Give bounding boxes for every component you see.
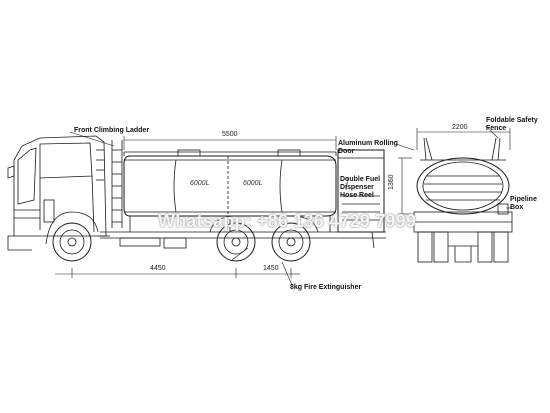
rear-cabinet	[337, 149, 385, 249]
rear-height-dimension: 1360	[388, 174, 395, 190]
hose-reel-label-line2: Dispenser	[340, 184, 374, 191]
chassis-frame	[100, 231, 386, 249]
rear-leader-lines	[395, 125, 512, 209]
safety-fence-label: Foldable Safety Fence	[486, 117, 538, 133]
pipeline-box-label-line1: Pipeline	[510, 196, 537, 203]
fire-extinguisher-label: 8kg Fire Extinguisher	[290, 284, 362, 291]
rear-chassis	[413, 203, 513, 263]
hose-reel-label-line3: Hose Reel	[340, 192, 374, 199]
leader-lines	[69, 131, 349, 286]
rear-view	[395, 125, 513, 263]
rear-wheel-1	[216, 222, 256, 262]
rear-wheel-2	[271, 222, 311, 262]
truck-cab	[7, 135, 110, 251]
safety-fence-label-line1: Foldable Safety	[486, 117, 538, 124]
rear-dimensions	[398, 128, 511, 215]
side-dimensions	[55, 136, 337, 278]
compartment-2-capacity: 6000L	[243, 180, 263, 187]
safety-fence	[420, 137, 506, 161]
rolling-door-label: Aluminum Rolling Door	[338, 140, 398, 156]
hose-reel-label-line1: Double Fuel	[340, 176, 381, 183]
safety-fence-label-line2: Fence	[486, 125, 507, 132]
rolling-door-label-line1: Aluminum Rolling	[338, 140, 398, 147]
compartment-1-capacity: 6000L	[190, 180, 210, 187]
rear-width-dimension: 2200	[452, 124, 468, 131]
wheelbase-dimension: 4450	[150, 265, 166, 272]
front-wheel	[45, 211, 99, 262]
tank-body	[123, 149, 337, 232]
front-ladder	[111, 140, 123, 228]
tank-length-dimension: 5500	[222, 131, 238, 138]
pipeline-box-label-line2: Box	[510, 204, 524, 211]
front-ladder-label: Front Climbing Ladder	[74, 127, 150, 134]
watermark-text: Whatsapp: +86 136 4729 7999	[158, 211, 417, 231]
rear-axle-spacing-dimension: 1450	[263, 265, 279, 272]
side-view	[7, 131, 386, 286]
hose-reel-label: Double Fuel Dispenser Hose Reel	[340, 176, 380, 200]
rolling-door-label-line2: Door	[338, 148, 355, 155]
rear-tank	[416, 157, 510, 215]
pipeline-box-label: Pipeline Box	[510, 196, 537, 212]
